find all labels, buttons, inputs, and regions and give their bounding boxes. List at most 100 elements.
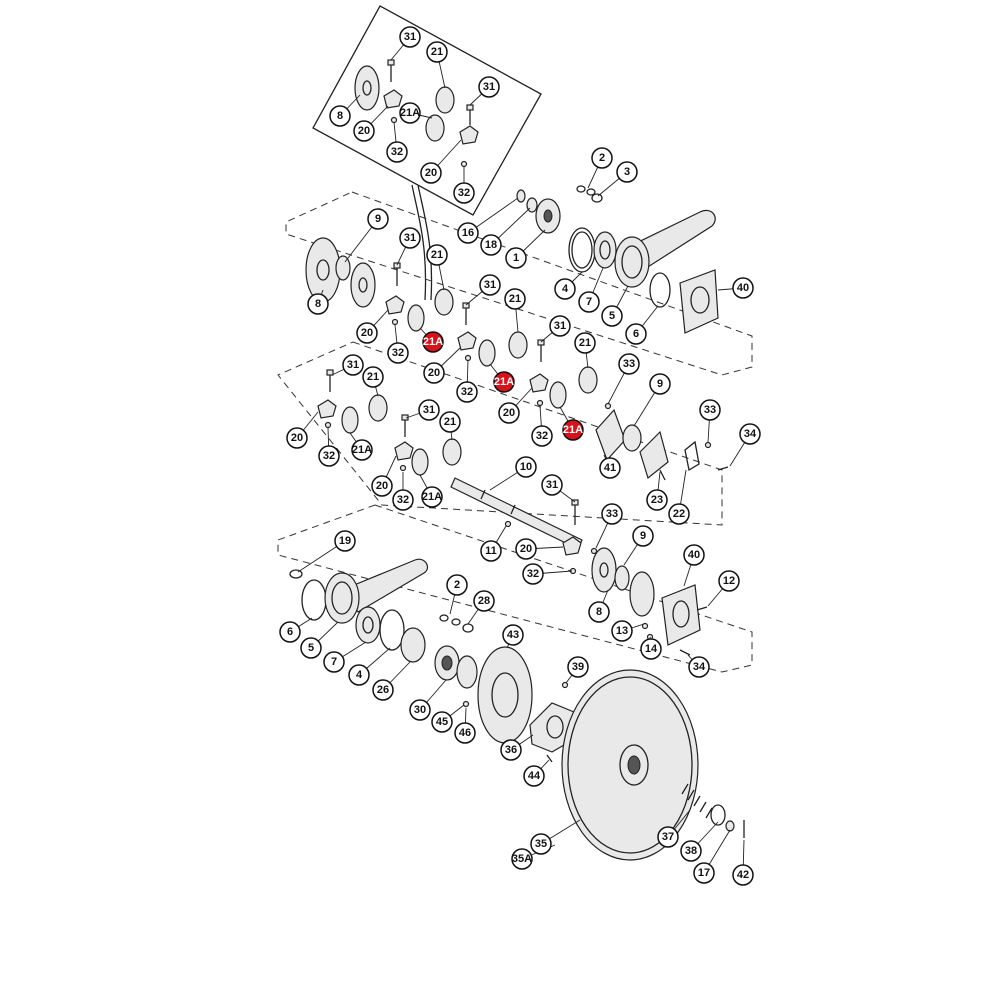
part-callout[interactable]: 44 (523, 765, 545, 787)
callout-label: 21A (352, 444, 372, 456)
part-callout[interactable]: 9 (632, 525, 654, 547)
part-callout[interactable]: 32 (453, 182, 475, 204)
part-callout[interactable]: 32 (318, 445, 340, 467)
callout-circle (646, 489, 668, 511)
highlighted-part-callout[interactable]: 21A (562, 419, 584, 441)
part-callout[interactable]: 32 (456, 381, 478, 403)
part-callout[interactable]: 38 (680, 840, 702, 862)
part-callout[interactable]: 7 (578, 291, 600, 313)
part-callout[interactable]: 21 (426, 41, 448, 63)
part-callout[interactable]: 3 (616, 161, 638, 183)
callout-label: 20 (425, 167, 437, 179)
part-callout[interactable]: 33 (601, 503, 623, 525)
part-callout[interactable]: 31 (479, 274, 501, 296)
callout-label: 43 (507, 629, 519, 641)
part-callout[interactable]: 21 (504, 288, 526, 310)
part-callout[interactable]: 9 (367, 208, 389, 230)
part-callout[interactable]: 9 (649, 373, 671, 395)
part-callout[interactable]: 8 (329, 105, 351, 127)
part-callout[interactable]: 14 (640, 638, 662, 660)
part-callout[interactable]: 33 (618, 353, 640, 375)
part-callout[interactable]: 30 (409, 699, 431, 721)
part-callout[interactable]: 18 (480, 234, 502, 256)
part-callout[interactable]: 5 (300, 637, 322, 659)
part-callout[interactable]: 45 (431, 711, 453, 733)
part-callout[interactable]: 21 (426, 244, 448, 266)
part-callout[interactable]: 21 (574, 332, 596, 354)
part-callout[interactable]: 20 (371, 475, 393, 497)
part-callout[interactable]: 21A (399, 102, 421, 124)
callout-circle (418, 399, 440, 421)
part-callout[interactable]: 34 (739, 423, 761, 445)
part-callout[interactable]: 21 (439, 411, 461, 433)
part-callout[interactable]: 34 (688, 656, 710, 678)
part-callout[interactable]: 16 (457, 222, 479, 244)
part-callout[interactable]: 20 (356, 322, 378, 344)
part-callout[interactable]: 20 (420, 162, 442, 184)
part-callout[interactable]: 21A (351, 439, 373, 461)
part-callout[interactable]: 43 (502, 624, 524, 646)
callout-label: 30 (414, 704, 426, 716)
part-callout[interactable]: 40 (683, 544, 705, 566)
callout-label: 39 (572, 661, 584, 673)
part-callout[interactable]: 31 (399, 227, 421, 249)
callout-label: 2 (454, 579, 460, 591)
part-callout[interactable]: 11 (480, 540, 502, 562)
part-callout[interactable]: 46 (454, 722, 476, 744)
callout-circle (515, 456, 537, 478)
part-callout[interactable]: 31 (342, 354, 364, 376)
part-callout[interactable]: 12 (718, 570, 740, 592)
part-callout[interactable]: 21A (421, 486, 443, 508)
part-callout[interactable]: 6 (279, 621, 301, 643)
part-callout[interactable]: 6 (625, 323, 647, 345)
part-callout[interactable]: 10 (515, 456, 537, 478)
part-callout[interactable]: 36 (500, 739, 522, 761)
callout-label: 20 (520, 543, 532, 555)
part-callout[interactable]: 8 (307, 293, 329, 315)
part-callout[interactable]: 37 (657, 826, 679, 848)
part-callout[interactable]: 26 (372, 679, 394, 701)
highlighted-part-callout[interactable]: 21A (422, 331, 444, 353)
callout-circle (668, 503, 690, 525)
part-callout[interactable]: 13 (611, 620, 633, 642)
part-callout[interactable]: 42 (732, 864, 754, 886)
part-callout[interactable]: 20 (286, 427, 308, 449)
part-callout[interactable]: 4 (554, 278, 576, 300)
part-callout[interactable]: 8 (588, 601, 610, 623)
part-callout[interactable]: 33 (699, 399, 721, 421)
part-callout[interactable]: 5 (601, 305, 623, 327)
part-callout[interactable]: 35A (511, 848, 533, 870)
part-callout[interactable]: 2 (591, 147, 613, 169)
part-callout[interactable]: 23 (646, 489, 668, 511)
part-callout[interactable]: 32 (387, 342, 409, 364)
part-callout[interactable]: 31 (418, 399, 440, 421)
part-callout[interactable]: 35 (530, 833, 552, 855)
part-callout[interactable]: 22 (668, 503, 690, 525)
part-callout[interactable]: 32 (522, 563, 544, 585)
callout-label: 21A (563, 424, 583, 436)
part-callout[interactable]: 1 (505, 247, 527, 269)
part-callout[interactable]: 7 (323, 651, 345, 673)
part-callout[interactable]: 31 (541, 474, 563, 496)
part-callout[interactable]: 21 (362, 366, 384, 388)
part-callout[interactable]: 20 (498, 402, 520, 424)
part-callout[interactable]: 31 (399, 26, 421, 48)
part-callout[interactable]: 4 (348, 664, 370, 686)
part-callout[interactable]: 19 (334, 530, 356, 552)
part-callout[interactable]: 32 (386, 141, 408, 163)
part-callout[interactable]: 41 (599, 457, 621, 479)
part-callout[interactable]: 39 (567, 656, 589, 678)
part-callout[interactable]: 2 (446, 574, 468, 596)
highlighted-part-callout[interactable]: 21A (493, 371, 515, 393)
part-callout[interactable]: 20 (423, 362, 445, 384)
part-callout[interactable]: 32 (392, 489, 414, 511)
part-callout[interactable]: 32 (531, 425, 553, 447)
callout-circle (279, 621, 301, 643)
part-callout[interactable]: 28 (473, 590, 495, 612)
part-callout[interactable]: 31 (478, 76, 500, 98)
part-callout[interactable]: 20 (515, 538, 537, 560)
part-callout[interactable]: 40 (732, 277, 754, 299)
part-callout[interactable]: 17 (693, 862, 715, 884)
part-callout[interactable]: 31 (549, 315, 571, 337)
part-callout[interactable]: 20 (353, 120, 375, 142)
